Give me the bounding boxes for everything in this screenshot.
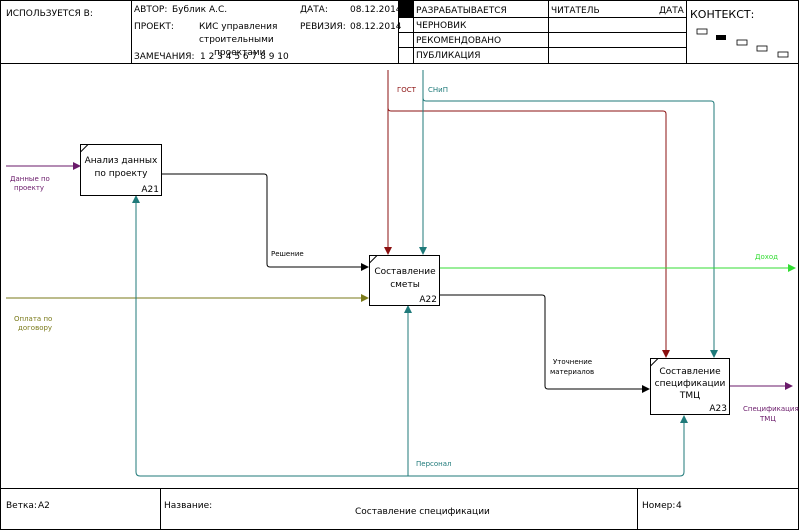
activity-box-a21[interactable]: Анализ данных по проекту A21 — [80, 144, 162, 196]
arrow-snip-to-a23 — [422, 97, 718, 358]
label-snip: СНиП — [428, 86, 448, 94]
label-specification-1: Спецификация — [743, 405, 799, 413]
a21-id: A21 — [141, 185, 159, 195]
label-refine-1: Уточнение — [553, 358, 592, 366]
a23-title-line-2: спецификации — [655, 379, 726, 389]
label-personnel: Персонал — [416, 460, 452, 468]
number-label: Номер: — [642, 501, 675, 511]
a23-title-line-3: ТМЦ — [679, 391, 700, 401]
author-label: АВТОР: — [134, 5, 167, 15]
status-recommended: РЕКОМЕНДОВАНО — [416, 36, 501, 46]
a22-title-line-1: Составление — [374, 267, 436, 277]
revision-value: 08.12.2014 — [350, 22, 402, 32]
label-income: Доход — [755, 253, 778, 261]
label-gost: ГОСТ — [397, 86, 417, 94]
arrow-personnel-to-a23 — [135, 415, 688, 477]
notes-label: ЗАМЕЧАНИЯ: — [134, 52, 195, 62]
label-specification-2: ТМЦ — [759, 415, 776, 423]
a22-title-line-2: сметы — [390, 280, 420, 290]
status-developing: РАЗРАБАТЫВАЕТСЯ — [416, 6, 507, 16]
arrow-decision — [162, 173, 369, 271]
project-line-2: строительными — [199, 35, 274, 45]
a22-id: A22 — [419, 295, 437, 305]
activity-box-a22[interactable]: Составление сметы A22 — [369, 255, 440, 306]
name-label: Название: — [164, 501, 212, 511]
label-refine-2: материалов — [550, 368, 594, 376]
context-label: КОНТЕКСТ: — [690, 8, 754, 21]
a21-title-line-1: Анализ данных — [85, 156, 158, 166]
date-value: 08.12.2014 — [350, 5, 402, 15]
project-line-3: проектами — [214, 48, 266, 58]
title-block-header: ИСПОЛЬЗУЕТСЯ В: АВТОР: Бублик А.С. ПРОЕК… — [0, 0, 799, 64]
a23-id: A23 — [709, 404, 727, 414]
label-contract-payment-1: Оплата по — [14, 315, 52, 323]
status-publication: ПУБЛИКАЦИЯ — [416, 51, 480, 61]
reader-date-label: ДАТА — [659, 6, 685, 16]
arrow-material-refinement — [440, 294, 650, 393]
branch-label: Ветка: — [6, 501, 37, 511]
project-label: ПРОЕКТ: — [134, 22, 174, 32]
status-marker — [399, 1, 413, 17]
label-decision: Решение — [271, 250, 304, 258]
label-project-data-1: Данные по — [10, 175, 50, 183]
arrow-gost-to-a23 — [387, 107, 670, 358]
context-thumbnail — [696, 28, 789, 58]
notes-numbers: 1 2 3 4 5 6 7 8 9 10 — [200, 52, 289, 62]
used-in-label: ИСПОЛЬЗУЕТСЯ В: — [6, 9, 93, 19]
project-line-1: КИС управления — [199, 22, 277, 32]
revision-label: РЕВИЗИЯ: — [300, 22, 346, 32]
a23-title-line-1: Составление — [659, 367, 721, 377]
a21-title-line-2: по проекту — [95, 169, 149, 179]
branch-value: A2 — [38, 501, 50, 511]
reader-label: ЧИТАТЕЛЬ — [551, 6, 600, 16]
label-contract-payment-2: договору — [18, 324, 52, 332]
number-value: 4 — [676, 501, 682, 511]
date-label: ДАТА: — [300, 5, 328, 15]
status-draft: ЧЕРНОВИК — [416, 21, 467, 31]
activity-box-a23[interactable]: Составление спецификации ТМЦ A23 — [650, 358, 730, 415]
diagram-name: Составление спецификации — [355, 507, 490, 517]
author-value: Бублик А.С. — [172, 5, 227, 15]
label-project-data-2: проекту — [14, 184, 44, 192]
title-block-footer: Ветка: A2 Название: Составление специфик… — [0, 488, 799, 530]
